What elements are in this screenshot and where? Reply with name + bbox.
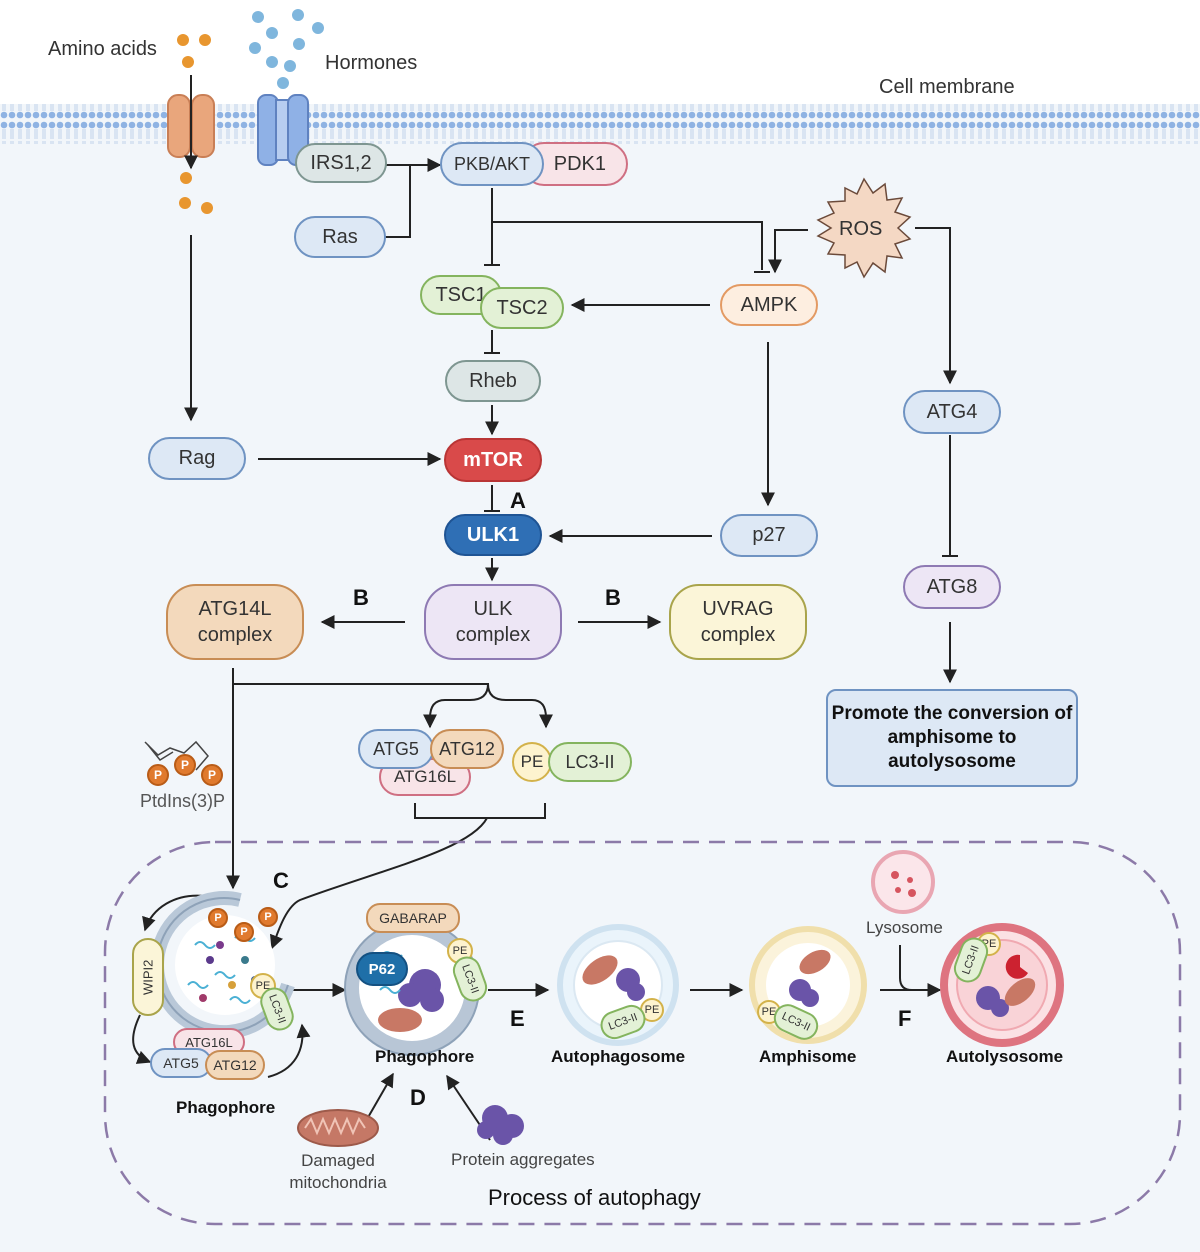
label-b-left: B: [353, 585, 369, 610]
lysosome-merge: [899, 945, 913, 991]
node-ulk1: ULK1: [444, 514, 542, 556]
process-box: [103, 840, 1182, 1226]
damaged-mitochondria-label: Damaged mitochondria: [289, 1151, 387, 1192]
node-atg14l-complex: ATG14L complex: [166, 584, 304, 660]
protein-aggregates-label: Protein aggregates: [451, 1150, 595, 1169]
node-rheb: Rheb: [445, 360, 541, 402]
node-ulk-complex: ULK complex: [424, 584, 562, 660]
wipi2-protein: WIPI2: [132, 938, 164, 1016]
process-title: Process of autophagy: [488, 1185, 701, 1210]
amphisome-label: Amphisome: [759, 1047, 857, 1066]
label-c: C: [273, 868, 289, 893]
ros-to-ampk-arrow: [768, 229, 808, 274]
lysosome-label: Lysosome: [866, 918, 943, 937]
extracellular-space: [0, 0, 1200, 104]
autophagosome-label: Autophagosome: [551, 1047, 686, 1066]
phagophore-phosphate-3: P: [258, 907, 278, 927]
node-pe: PE: [512, 742, 552, 782]
conjugates-to-phagophore-arrow: [269, 817, 488, 950]
node-atg4: ATG4: [903, 390, 1001, 434]
label-a: A: [510, 488, 526, 513]
amino-acid-dots: [177, 34, 213, 214]
hormones-label: Hormones: [325, 52, 418, 74]
phagophore-phosphate-2: P: [234, 922, 254, 942]
phagophore-phosphate-1: P: [208, 908, 228, 928]
node-uvrag-complex: UVRAG complex: [669, 584, 807, 660]
label-b-right: B: [605, 585, 621, 610]
ptdins-to-wipi2-arrow: [142, 894, 206, 932]
node-atg12: ATG12: [430, 729, 504, 769]
label-f: F: [898, 1006, 912, 1031]
gabarap-protein: GABARAP: [366, 903, 460, 933]
node-tsc2: TSC2: [480, 287, 564, 329]
node-pkb-akt: PKB/AKT: [440, 142, 544, 186]
phosphate-2: P: [174, 754, 196, 776]
to-pe-lc3-arrow: [487, 683, 553, 729]
node-ras: Ras: [294, 216, 386, 258]
node-p27: p27: [720, 514, 818, 557]
atg12-to-lc3-arrow: [267, 1023, 311, 1078]
ptdins3p-lipid: [144, 740, 209, 771]
phagophore-atg5: ATG5: [150, 1048, 212, 1078]
ros-to-atg4-arrow: [915, 227, 957, 385]
wipi2-to-atg5-arrow: [132, 1014, 152, 1064]
phagophore-atg12: ATG12: [205, 1050, 265, 1080]
cell-membrane-label: Cell membrane: [879, 76, 1015, 98]
node-ampk: AMPK: [720, 284, 818, 326]
node-atg5: ATG5: [358, 729, 434, 769]
node-irs: IRS1,2: [295, 143, 387, 183]
label-e: E: [510, 1006, 525, 1031]
node-atg8: ATG8: [903, 565, 1001, 609]
protein-aggregates-graphic: [477, 1105, 524, 1145]
phagophore-2-label: Phagophore: [375, 1047, 475, 1066]
node-rag: Rag: [148, 437, 246, 480]
p62-protein: P62: [356, 952, 408, 986]
damaged-mitochondria-graphic: [297, 1109, 379, 1147]
phosphate-3: P: [201, 764, 223, 786]
amino-acids-label: Amino acids: [48, 38, 157, 60]
label-d: D: [410, 1085, 426, 1110]
node-ros: ROS: [839, 218, 883, 240]
ras-connector: [385, 165, 411, 238]
node-lc3-ii: LC3-II: [548, 742, 632, 782]
hormone-dots: [249, 9, 324, 89]
node-mtor: mTOR: [444, 438, 542, 482]
conjugation-bracket: [414, 803, 546, 819]
autolysosome-label: Autolysosome: [946, 1047, 1064, 1066]
phosphate-1: P: [147, 764, 169, 786]
node-promote-conversion: Promote the conversion of amphisome to a…: [826, 689, 1078, 787]
autophagosome-graphic: [557, 924, 679, 1046]
ptdins3p-label: PtdIns(3)P: [140, 791, 226, 811]
phagophore-1-label: Phagophore: [176, 1098, 276, 1117]
lysosome-graphic: [871, 850, 935, 914]
ros-burst: [816, 177, 912, 279]
to-atg5-complex-arrow: [233, 683, 490, 729]
pkb-inhibit-ampk: [492, 221, 763, 270]
